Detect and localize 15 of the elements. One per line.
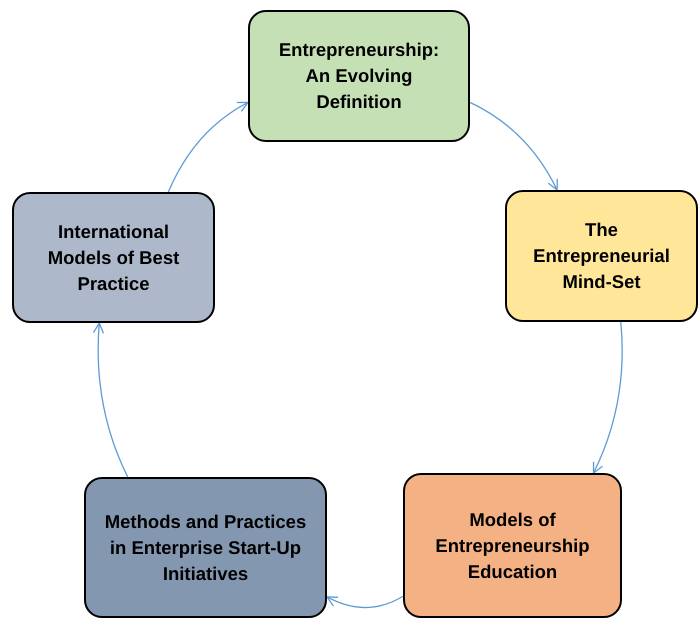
curved-arrow xyxy=(592,322,623,474)
box-label: Models of Entrepreneurship Education xyxy=(434,508,591,584)
curved-arrow xyxy=(93,322,128,478)
curved-arrow xyxy=(168,102,249,192)
box-label: International Models of Best Practice xyxy=(46,220,180,296)
process-box xyxy=(12,192,215,323)
process-box xyxy=(403,473,622,618)
box-label: The Entrepreneurial Mind-Set xyxy=(532,218,671,294)
process-box xyxy=(248,10,470,142)
box-label: Methods and Practices in Enterprise Start-Up Initiatives xyxy=(104,510,308,586)
curved-arrow xyxy=(326,596,404,608)
process-box xyxy=(84,477,327,618)
process-box xyxy=(505,190,698,322)
curved-arrow xyxy=(470,102,558,191)
box-label: Entrepreneurship: An Evolving Definition xyxy=(278,38,440,114)
